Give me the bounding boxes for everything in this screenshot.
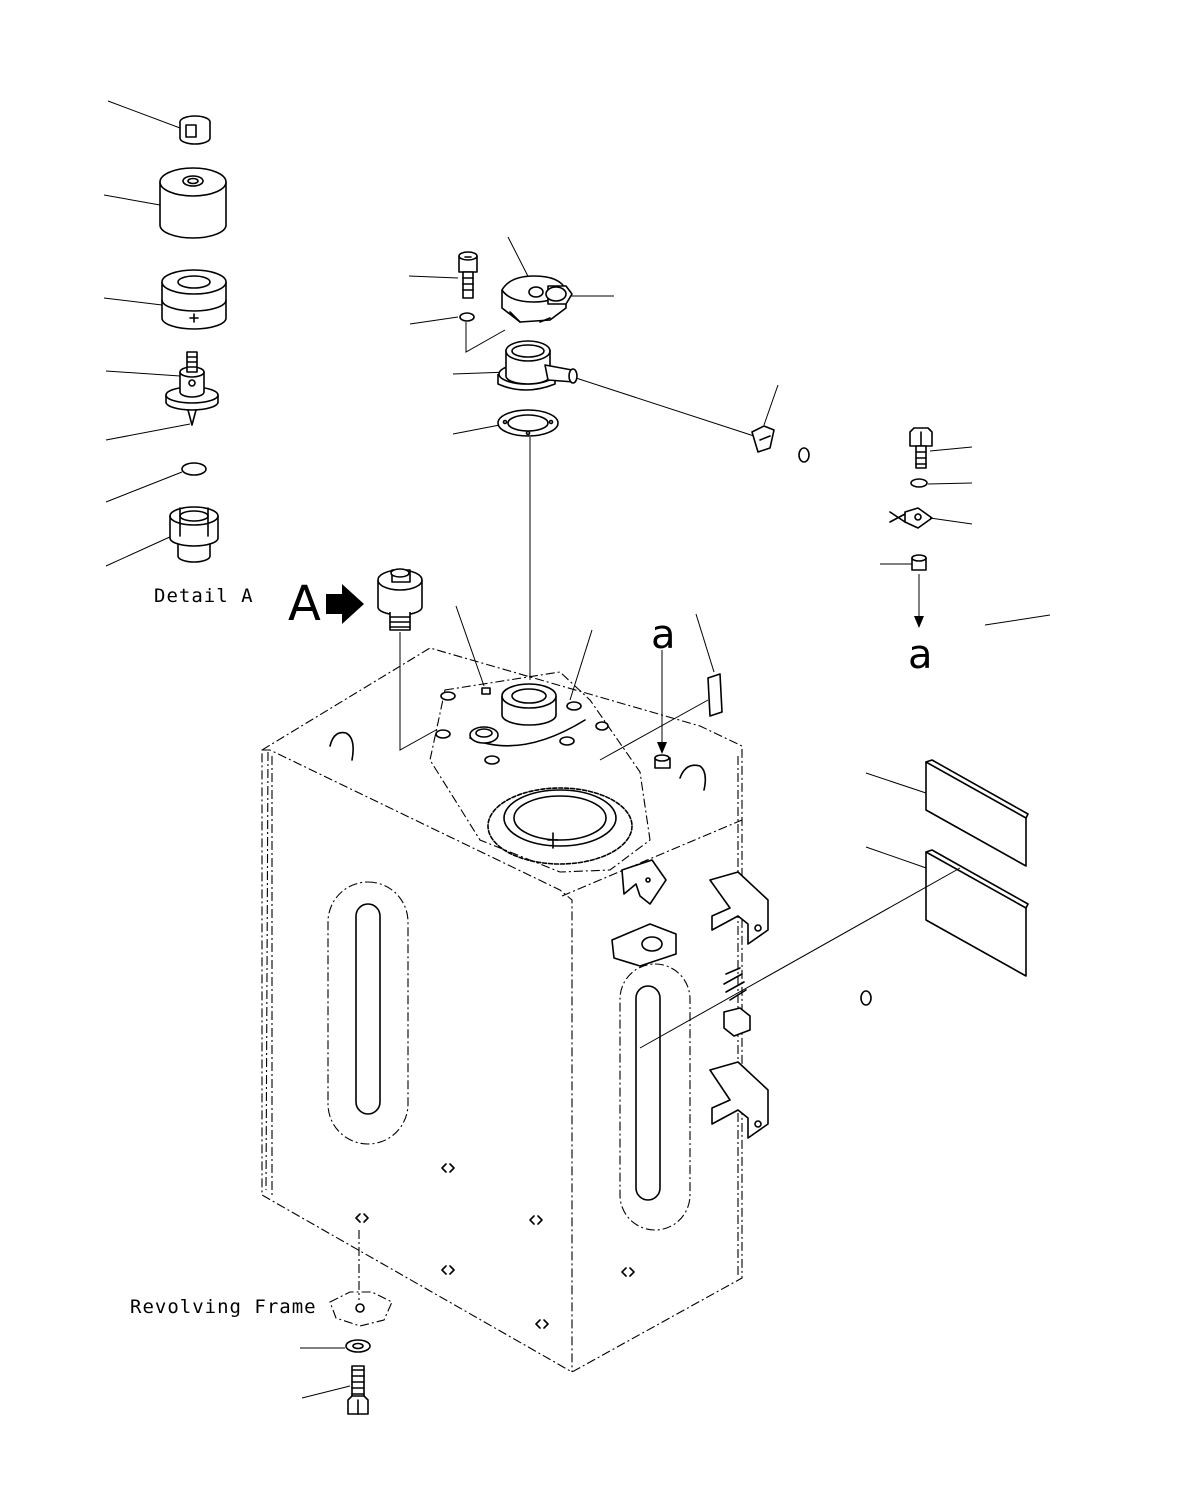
filler-neck-part — [497, 340, 578, 391]
small-cap-part — [179, 115, 211, 145]
top-cover-assembly — [408, 236, 755, 680]
ref-mark-right: a — [908, 632, 933, 678]
detail-a-label: Detail A — [154, 585, 254, 607]
leader-line — [599, 699, 709, 761]
lock-washer-part — [459, 312, 475, 322]
tank-outline — [261, 647, 743, 1373]
sight-window-right — [619, 963, 691, 1231]
sight-slot-right — [635, 985, 661, 1201]
leader-line — [639, 867, 961, 1049]
hex-bolt-part — [909, 427, 933, 469]
o-ring-part — [181, 462, 207, 476]
leader-line — [455, 605, 485, 687]
leader-line — [865, 846, 933, 871]
suction-opening-inner — [513, 795, 607, 841]
lifting-eye — [329, 731, 354, 761]
leader-line — [301, 1385, 351, 1399]
filter-element-part — [161, 269, 227, 330]
gasket-part — [497, 409, 559, 437]
leader-line — [763, 384, 779, 426]
tank-left-edge — [265, 751, 273, 1195]
label-plate-part — [707, 673, 723, 717]
pressure-valve-part — [377, 568, 423, 631]
detail-a-group: Detail A — [103, 100, 254, 607]
mounting-holes — [355, 1163, 635, 1329]
suction-opening — [503, 789, 617, 847]
leader-line — [408, 275, 459, 279]
frame-plate — [329, 1291, 393, 1327]
breather-hose-assembly: a — [782, 427, 1101, 1006]
revolving-frame-group: Revolving Frame — [130, 1291, 393, 1415]
leader-line — [465, 322, 506, 353]
washer-part — [910, 478, 928, 488]
mount-brackets — [611, 859, 769, 1139]
valve-body-part — [165, 351, 219, 426]
hose-end — [798, 447, 810, 463]
suction-port — [487, 787, 633, 865]
tank-cap-part — [501, 275, 573, 323]
breather-cap-part — [159, 167, 227, 239]
arrow-down-icon — [914, 616, 924, 628]
hose-body — [782, 452, 1101, 1002]
leader-line — [105, 535, 173, 567]
cover-bolts — [435, 691, 609, 765]
washer-part — [345, 1339, 371, 1353]
hose-clip-part — [751, 384, 779, 453]
leader-line — [575, 377, 755, 437]
lifting-eye — [679, 764, 707, 791]
cap-screw-part — [458, 251, 478, 299]
leader-line — [409, 316, 459, 325]
view-a-marker: A — [288, 568, 437, 751]
leader-line — [984, 614, 1051, 626]
cover-plate — [429, 671, 651, 873]
leader-line — [927, 482, 973, 485]
hose-end — [860, 990, 872, 1006]
arrow-right-icon — [326, 584, 364, 624]
tank-front-edge — [262, 749, 573, 1372]
nut-part — [911, 554, 927, 571]
pad-part — [925, 851, 1027, 977]
leader-line — [399, 632, 437, 751]
view-marker-letter: A — [288, 576, 321, 632]
leader-line — [865, 772, 933, 796]
leader-line — [103, 297, 163, 306]
ref-mark-left: a — [651, 612, 676, 658]
arrow-down-icon — [657, 742, 667, 754]
hydraulic-tank: a — [261, 605, 769, 1373]
sight-slot-left — [355, 903, 381, 1115]
rubber-pads — [639, 759, 1029, 1049]
leader-line — [929, 446, 973, 452]
pad-part — [925, 761, 1027, 867]
leader-line — [569, 629, 593, 701]
revolving-frame-label: Revolving Frame — [130, 1296, 317, 1318]
leader-line — [103, 194, 161, 206]
leader-line — [105, 370, 181, 377]
leader-line — [105, 423, 191, 441]
leader-line — [929, 517, 973, 525]
leader-line — [107, 100, 181, 129]
plug-part — [481, 687, 491, 695]
clamp-part — [889, 507, 933, 529]
tank-top-edge — [561, 819, 743, 897]
adapter-nut-part — [169, 506, 219, 563]
mounting-bolt-part — [347, 1365, 369, 1415]
sight-window-left — [327, 881, 409, 1145]
leader-line — [105, 471, 183, 503]
leader-line — [695, 613, 715, 673]
leader-line — [452, 423, 506, 435]
